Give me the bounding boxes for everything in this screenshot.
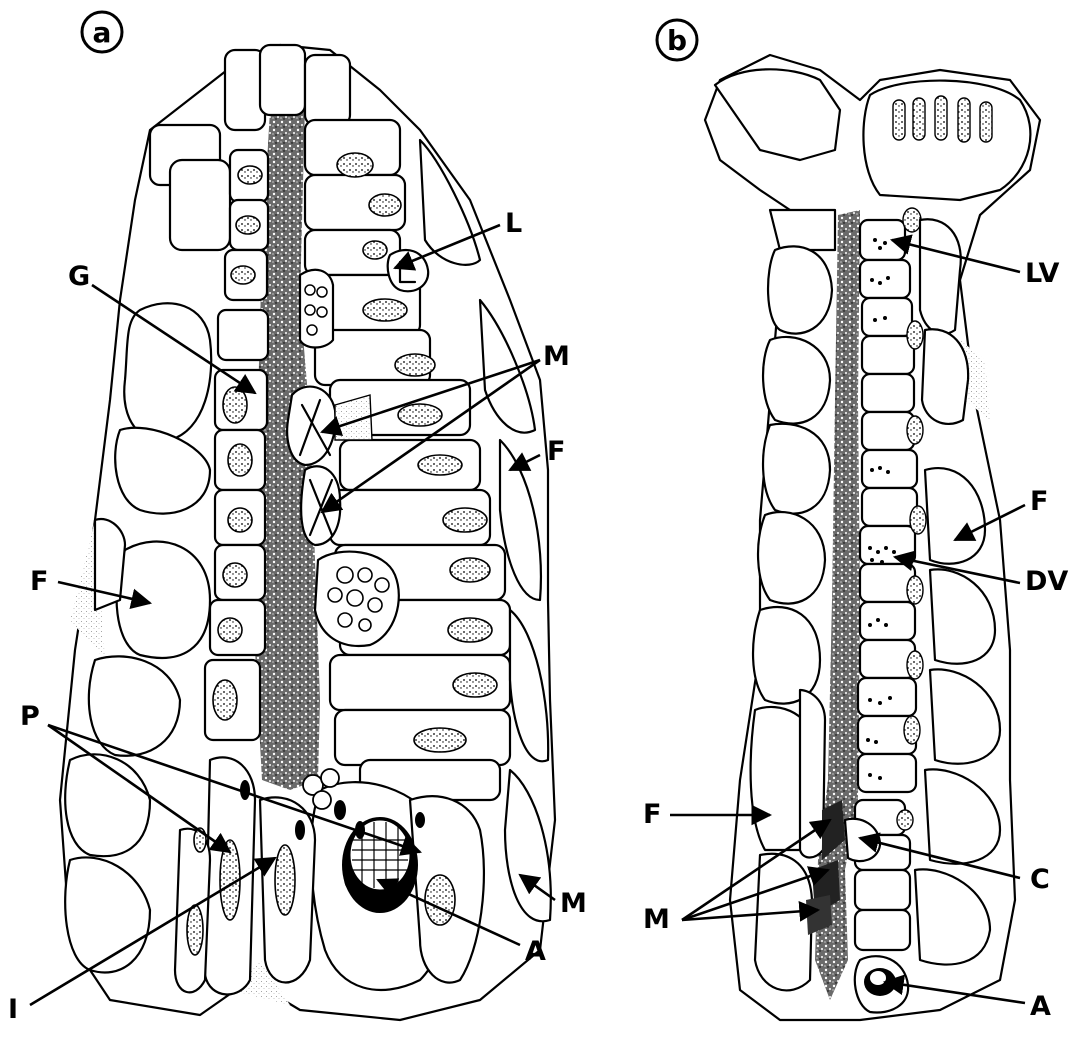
panel-b-drawing	[705, 55, 1040, 1020]
label-LV: LV	[1025, 258, 1059, 289]
label-C: C	[1030, 864, 1050, 895]
label-F-right-a: F	[547, 436, 565, 467]
label-L: L	[505, 208, 522, 239]
label-M-bottom-a: M	[560, 888, 587, 919]
panel-a-drawing	[60, 45, 555, 1020]
label-F-right-b: F	[1030, 486, 1048, 517]
panel-a-header: a	[82, 12, 122, 52]
label-A-a: A	[525, 936, 546, 967]
panel-b-header: b	[657, 20, 697, 60]
label-P: P	[20, 701, 40, 732]
label-G: G	[68, 261, 90, 292]
panel-b-label: b	[667, 24, 687, 57]
label-M-b: M	[643, 904, 670, 935]
label-M-top: M	[543, 341, 570, 372]
a-cell-panel-a	[342, 817, 418, 913]
label-F-left-b: F	[643, 799, 661, 830]
label-DV: DV	[1025, 566, 1068, 597]
label-F-left-a: F	[30, 566, 48, 597]
label-A-b: A	[1030, 991, 1051, 1022]
panel-a-label: a	[93, 16, 112, 49]
label-I: I	[8, 994, 18, 1025]
